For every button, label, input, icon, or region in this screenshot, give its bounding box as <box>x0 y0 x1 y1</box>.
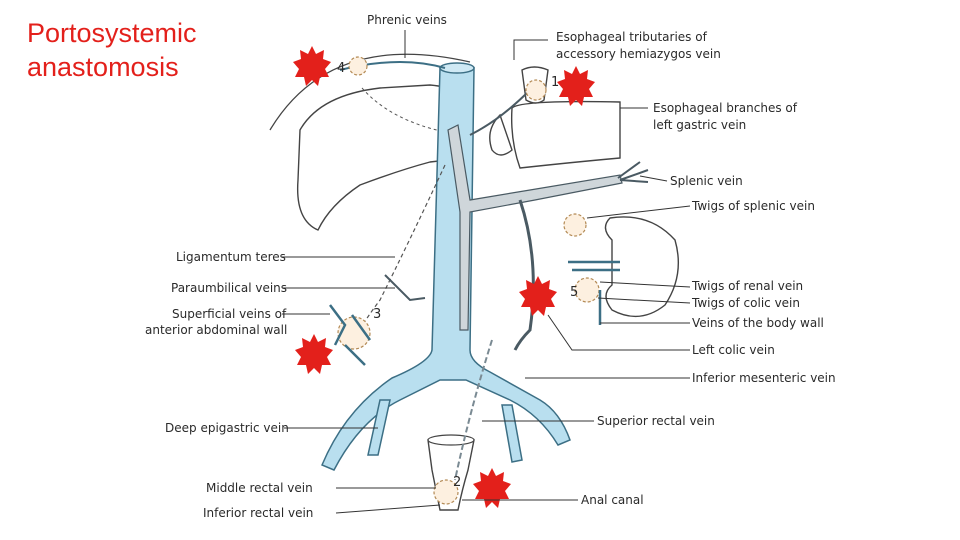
stomach-fundus <box>489 113 513 156</box>
site-number-5: 5 <box>570 285 578 300</box>
leader-inferior-rectal <box>335 504 441 514</box>
marker-star-abdominal-wall <box>295 334 333 374</box>
title-line-2: anastomosis <box>27 52 179 82</box>
site-twigs-splenic-circle <box>563 213 587 237</box>
label-paraumbilical: Paraumbilical veins <box>171 281 287 295</box>
label-superficial-line2: anterior abdominal wall <box>145 323 287 337</box>
leader-twigs-renal <box>599 281 691 288</box>
marker-star-esophageal <box>557 66 595 106</box>
label-esophageal-branches-line1: Esophageal branches of <box>653 101 798 115</box>
ivc-top <box>439 62 475 74</box>
label-ligamentum-teres: Ligamentum teres <box>176 250 286 264</box>
label-left-colic: Left colic vein <box>692 343 775 357</box>
site-4-circle <box>348 56 368 76</box>
site-number-4: 4 <box>337 61 345 76</box>
label-twigs-colic: Twigs of colic vein <box>691 296 800 310</box>
label-splenic-vein: Splenic vein <box>670 174 743 188</box>
slide-title: Portosystemic anastomosis <box>27 16 197 84</box>
site-number-2: 2 <box>453 475 461 490</box>
site-5-circle <box>574 277 600 303</box>
leader-left-colic <box>547 314 690 351</box>
left-gastric-vein <box>469 89 531 136</box>
leader-twigs-splenic <box>586 205 691 219</box>
leader-esophageal-tributaries <box>513 39 548 60</box>
leader-splenic <box>639 175 668 182</box>
label-twigs-splenic: Twigs of splenic vein <box>691 199 815 213</box>
portal-vein <box>447 124 623 331</box>
label-inferior-rectal: Inferior rectal vein <box>203 506 313 520</box>
kidney <box>604 216 680 318</box>
label-twigs-renal: Twigs of renal vein <box>691 279 803 293</box>
label-esophageal-tributaries-line2: accessory hemiazygos vein <box>556 47 721 61</box>
site-1-circle <box>525 79 547 101</box>
inferior-mesenteric-vein <box>513 199 535 351</box>
liver-dashed-outline <box>361 87 446 133</box>
splenic-vein-branches <box>617 161 649 183</box>
label-deep-epigastric: Deep epigastric vein <box>165 421 289 435</box>
liver <box>296 84 473 231</box>
superior-rectal-vein <box>454 339 493 481</box>
inferior-vena-cava <box>321 67 571 471</box>
marker-star-anal <box>473 468 511 508</box>
stomach <box>510 100 621 169</box>
site-2-circle <box>433 479 459 505</box>
label-esophageal-branches-line2: left gastric vein <box>653 118 746 132</box>
label-superficial-line1: Superficial veins of <box>172 307 287 321</box>
leader-twigs-colic <box>597 297 691 304</box>
marker-star-phrenic <box>293 46 331 86</box>
site-number-1: 1 <box>551 75 559 90</box>
paraumbilical-vein <box>359 164 446 331</box>
label-body-wall: Veins of the body wall <box>692 316 824 330</box>
marker-star-colic <box>519 276 557 316</box>
internal-iliac-right <box>501 404 523 463</box>
paraumbilical-twigs <box>384 274 426 302</box>
superficial-veins <box>329 304 372 366</box>
site-number-3: 3 <box>373 307 381 322</box>
label-inferior-mesenteric: Inferior mesenteric vein <box>692 371 836 385</box>
title-line-1: Portosystemic <box>27 18 197 48</box>
internal-iliac-left <box>367 399 391 456</box>
renal-twigs <box>568 260 620 325</box>
label-phrenic-veins: Phrenic veins <box>367 13 447 27</box>
label-anal-canal: Anal canal <box>581 493 644 507</box>
rectum-top <box>427 434 475 446</box>
label-esophageal-tributaries-line1: Esophageal tributaries of <box>556 30 708 44</box>
label-middle-rectal: Middle rectal vein <box>206 481 313 495</box>
label-superior-rectal: Superior rectal vein <box>597 414 715 428</box>
